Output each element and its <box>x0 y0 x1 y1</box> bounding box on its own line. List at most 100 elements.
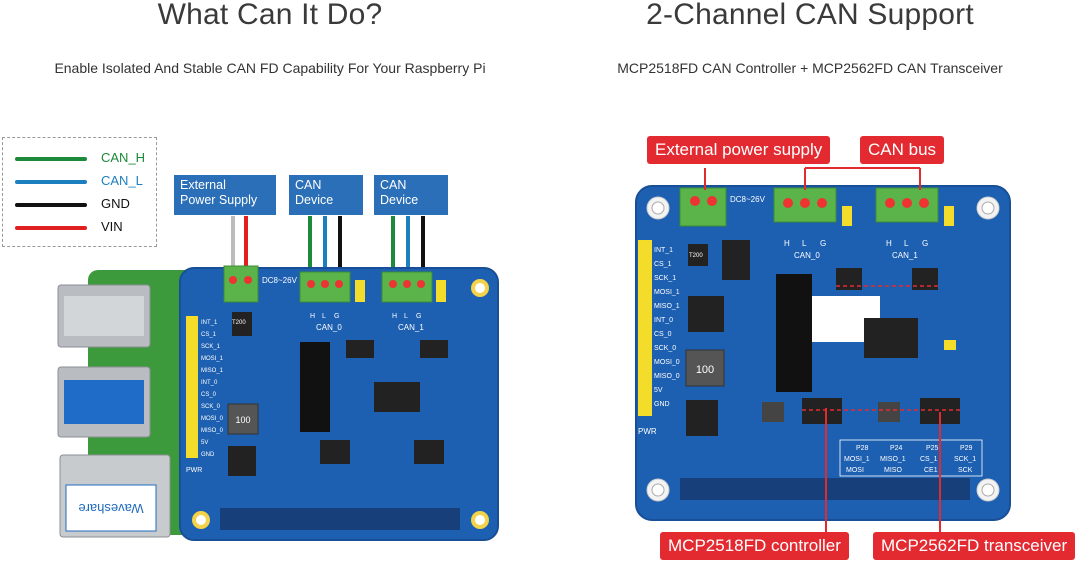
pin-label: MISO_1 <box>201 368 224 374</box>
hlg-label: L <box>802 239 807 248</box>
t200-chip <box>232 312 252 336</box>
screw-icon <box>783 198 793 208</box>
jumper-icon <box>944 206 954 226</box>
hlg-label: L <box>904 239 909 248</box>
pin-label: CS_1 <box>201 332 217 338</box>
table-header-cell: P28 <box>856 445 869 452</box>
mcp2518fd-chip <box>374 382 420 412</box>
mcp2562fd-chip <box>802 398 842 424</box>
usb-port-inner <box>64 296 144 336</box>
pin-row-base <box>220 508 460 530</box>
table-cell: MISO_1 <box>880 456 906 463</box>
pin-label: 5V <box>201 440 208 446</box>
hole-center <box>651 483 665 497</box>
callout-line: Device <box>380 193 419 207</box>
can0-label: CAN_0 <box>794 251 820 260</box>
pwr-label: PWR <box>638 427 657 436</box>
isolation-module-chip <box>300 342 330 432</box>
screw-icon <box>389 280 397 288</box>
table-frame <box>839 439 983 477</box>
power-terminal-block <box>223 265 259 303</box>
mcp2562fd-chip <box>414 440 444 464</box>
hlg-label: G <box>820 239 826 248</box>
inductor-label: 100 <box>235 415 250 425</box>
callout-line: External <box>180 178 226 192</box>
hlg-label: H <box>392 313 397 320</box>
wire-legend: CAN_H CAN_L GND VIN <box>2 137 157 247</box>
pwr-label: PWR <box>186 467 202 474</box>
can1-label: CAN_1 <box>398 323 424 332</box>
label-mcp2518fd-controller: MCP2518FD controller <box>660 532 849 560</box>
gpio-header-strip <box>638 240 652 416</box>
hole-center <box>475 283 485 293</box>
jumper-icon <box>436 280 446 302</box>
brand-label: Waveshare <box>78 501 143 516</box>
callout-line: CAN <box>380 178 407 192</box>
isolation-module-chip <box>776 274 812 392</box>
voltage-label: DC8~26V <box>262 276 298 285</box>
screw-icon <box>800 198 810 208</box>
pin-label: SCK_1 <box>201 344 221 350</box>
can-hat-board <box>180 268 498 540</box>
usb3-port-inner <box>64 380 144 424</box>
gpio-pin-row <box>220 508 460 530</box>
jumper-icon <box>355 280 365 302</box>
voltage-label: DC8~26V <box>730 195 766 204</box>
table-cell: SCK_1 <box>954 456 976 463</box>
table-header-cell: P29 <box>960 445 973 452</box>
hole-center <box>196 515 206 525</box>
jumper-icon <box>842 206 852 226</box>
right-subtitle: MCP2518FD CAN Controller + MCP2562FD CAN… <box>617 60 1003 76</box>
right-panel: 2-Channel CAN Support MCP2518FD CAN Cont… <box>540 0 1080 568</box>
pin-label: INT_1 <box>201 320 218 326</box>
table-cell: CE1 <box>924 467 938 474</box>
pin-label: MOSI_0 <box>201 416 224 422</box>
chip-icon <box>688 296 724 332</box>
legend-row-vin: VIN <box>15 219 155 237</box>
right-board-illustration: DC8~26V CAN_0 CAN_1 H L G H L G T200 100… <box>635 167 1011 532</box>
screw-icon <box>321 280 329 288</box>
table-cell: MOSI <box>846 467 864 474</box>
callout-can-device-2: CAN Device <box>374 175 448 215</box>
mcp2562fd-chip <box>320 440 350 464</box>
callout-can-device-1: CAN Device <box>289 175 363 215</box>
board-outline <box>179 267 499 541</box>
callout-line: Power Supply <box>180 193 258 207</box>
hlg-label: G <box>416 313 421 320</box>
callout-line: CAN <box>295 178 322 192</box>
hlg-label: G <box>922 239 928 248</box>
chip-icon <box>836 268 862 290</box>
screw-icon <box>817 198 827 208</box>
hlg-label: H <box>310 313 315 320</box>
pin-label: SCK_0 <box>201 404 221 410</box>
t200-chip <box>688 244 708 266</box>
callout-external-power: External Power Supply <box>174 175 276 215</box>
module-label: T200 <box>689 253 703 259</box>
screw-icon <box>244 276 252 284</box>
screw-icon <box>403 280 411 288</box>
screw-icon <box>417 280 425 288</box>
legend-row-gnd: GND <box>15 196 155 214</box>
power-wires <box>231 216 248 270</box>
pin-label: SCK_0 <box>654 345 676 352</box>
pin-label: MISO_1 <box>654 303 680 310</box>
can-device-1-wires <box>308 216 342 272</box>
screw-icon <box>707 196 717 206</box>
chip-icon <box>420 340 448 358</box>
can0-label: CAN_0 <box>316 323 342 332</box>
hole-center <box>651 201 665 215</box>
hlg-label: L <box>322 313 326 320</box>
annotation-lines <box>704 167 960 532</box>
legend-label: GND <box>101 196 130 211</box>
can-h-wire-swatch <box>15 157 87 161</box>
vin-wire-swatch <box>15 226 87 230</box>
hole-center <box>475 515 485 525</box>
gpio-header-strip <box>186 316 198 458</box>
can1-label: CAN_1 <box>892 251 918 260</box>
pin-label: 5V <box>654 387 663 394</box>
pin-label: GND <box>201 452 215 458</box>
regulator-chip <box>228 446 256 476</box>
pin-label: MISO_0 <box>654 373 680 380</box>
module-label: T200 <box>232 320 246 326</box>
table-cell: MOSI_1 <box>844 456 870 463</box>
